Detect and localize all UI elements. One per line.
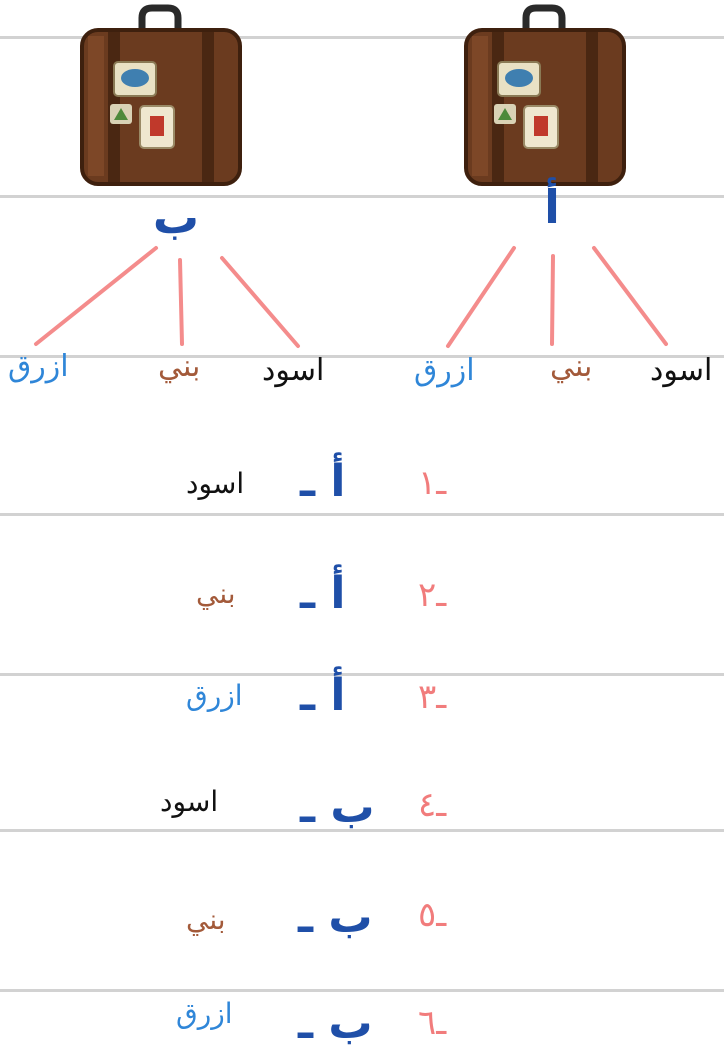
page-rule — [0, 195, 724, 198]
branch-line — [592, 246, 668, 346]
page-rule — [0, 513, 724, 516]
suitcase-icon — [464, 4, 626, 186]
page-rule — [0, 673, 724, 676]
page-rule — [0, 989, 724, 992]
branch-line — [446, 246, 516, 348]
branch-line — [178, 258, 184, 346]
outcome-letter: أ ـ — [300, 670, 346, 721]
outcome-word: اسود — [186, 467, 245, 500]
tree-root-left-letter: ب — [152, 190, 200, 244]
outcome-word: ازرق — [186, 679, 243, 712]
leaf-word-black: اسود — [262, 353, 325, 388]
page-rule — [0, 355, 724, 358]
outcome-letter: ب ـ — [298, 998, 373, 1049]
leaf-word-blue: ازرق — [414, 353, 475, 388]
outcome-letter: ب ـ — [298, 892, 373, 943]
leaf-word-brown: بني — [158, 349, 201, 384]
outcome-word: بني — [196, 577, 236, 610]
outcome-number: ـ٥ — [418, 895, 447, 935]
branch-line — [550, 254, 555, 346]
leaf-word-brown: بني — [550, 349, 593, 384]
outcome-number: ـ٦ — [418, 1003, 447, 1043]
branch-line — [34, 246, 158, 346]
outcome-number: ـ٤ — [418, 785, 447, 825]
outcome-letter: أ ـ — [300, 456, 346, 507]
leaf-word-blue: ازرق — [8, 349, 69, 384]
outcome-word: اسود — [160, 785, 219, 818]
branch-line — [220, 256, 300, 348]
outcome-number: ـ٢ — [418, 575, 447, 615]
leaf-word-black: اسود — [650, 353, 713, 388]
suitcase-icon — [80, 4, 242, 186]
page-rule — [0, 36, 724, 39]
outcome-letter: ب ـ — [300, 782, 375, 833]
outcome-number: ـ٣ — [418, 677, 447, 717]
page-rule — [0, 829, 724, 832]
outcome-word: بني — [186, 903, 226, 936]
outcome-number: ـ١ — [418, 463, 447, 503]
outcome-letter: أ ـ — [300, 568, 346, 619]
tree-root-right-letter: أ — [544, 180, 560, 234]
outcome-word: ازرق — [176, 997, 233, 1030]
